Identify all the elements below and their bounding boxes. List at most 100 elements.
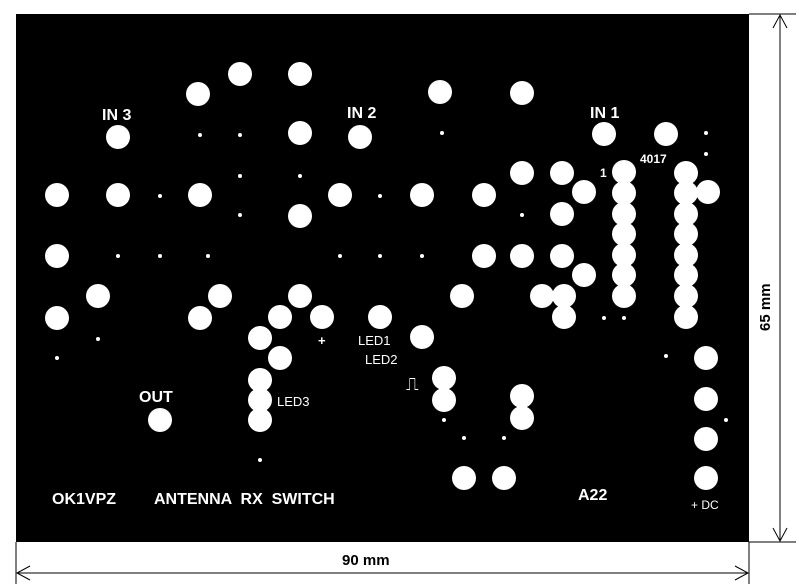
via-dot bbox=[602, 316, 606, 320]
solder-pad bbox=[696, 180, 720, 204]
solder-pad bbox=[268, 305, 292, 329]
solder-pad bbox=[472, 244, 496, 268]
label-plus: + bbox=[318, 333, 326, 348]
via-dot bbox=[96, 337, 100, 341]
solder-pad bbox=[368, 305, 392, 329]
via-dot bbox=[462, 436, 466, 440]
via-group bbox=[55, 131, 728, 462]
label-chip: 4017 bbox=[640, 152, 667, 166]
solder-pad bbox=[612, 263, 636, 287]
via-dot bbox=[378, 254, 382, 258]
solder-pad bbox=[492, 466, 516, 490]
via-dot bbox=[238, 133, 242, 137]
solder-pad bbox=[188, 306, 212, 330]
solder-pad bbox=[694, 346, 718, 370]
width-dimension bbox=[15, 542, 750, 584]
solder-pad bbox=[208, 284, 232, 308]
via-dot bbox=[338, 254, 342, 258]
solder-pad bbox=[654, 122, 678, 146]
via-dot bbox=[724, 418, 728, 422]
label-led1: LED1 bbox=[358, 333, 391, 348]
via-dot bbox=[158, 254, 162, 258]
via-dot bbox=[378, 194, 382, 198]
solder-pad bbox=[674, 202, 698, 226]
solder-pad bbox=[428, 80, 452, 104]
solder-pad bbox=[674, 222, 698, 246]
solder-pad bbox=[288, 62, 312, 86]
via-dot bbox=[502, 436, 506, 440]
solder-pad bbox=[612, 181, 636, 205]
solder-pad bbox=[674, 305, 698, 329]
solder-pad bbox=[410, 325, 434, 349]
via-dot bbox=[206, 254, 210, 258]
via-dot bbox=[664, 354, 668, 358]
solder-pad bbox=[310, 305, 334, 329]
solder-pad bbox=[694, 387, 718, 411]
solder-pad bbox=[674, 284, 698, 308]
label-power: + DC bbox=[691, 498, 719, 512]
solder-pad bbox=[86, 284, 110, 308]
via-dot bbox=[158, 194, 162, 198]
solder-pad bbox=[452, 466, 476, 490]
label-pin1: 1 bbox=[600, 166, 607, 180]
via-dot bbox=[622, 316, 626, 320]
solder-pad bbox=[106, 183, 130, 207]
solder-pad bbox=[530, 284, 554, 308]
solder-pad bbox=[432, 366, 456, 390]
solder-pad bbox=[674, 263, 698, 287]
solder-pad bbox=[248, 326, 272, 350]
label-in1: IN 1 bbox=[590, 105, 619, 122]
label-pulse: ⎍ bbox=[406, 374, 419, 394]
height-dimension bbox=[749, 13, 796, 543]
label-in2: IN 2 bbox=[347, 105, 376, 122]
solder-pad bbox=[148, 408, 172, 432]
label-in3: IN 3 bbox=[102, 107, 131, 124]
solder-pad bbox=[450, 284, 474, 308]
solder-pad bbox=[674, 181, 698, 205]
solder-pad bbox=[612, 160, 636, 184]
solder-pad bbox=[612, 284, 636, 308]
solder-pad bbox=[288, 204, 312, 228]
solder-pad bbox=[612, 222, 636, 246]
solder-pad bbox=[592, 122, 616, 146]
via-dot bbox=[440, 131, 444, 135]
solder-pad bbox=[248, 388, 272, 412]
solder-pad bbox=[410, 183, 434, 207]
label-code: A22 bbox=[578, 487, 607, 504]
solder-pad bbox=[188, 183, 212, 207]
solder-pad bbox=[288, 284, 312, 308]
solder-pad bbox=[674, 161, 698, 185]
solder-pad bbox=[45, 244, 69, 268]
solder-pad bbox=[572, 263, 596, 287]
solder-pad bbox=[288, 121, 312, 145]
solder-pad bbox=[328, 183, 352, 207]
via-dot bbox=[258, 458, 262, 462]
solder-pad bbox=[612, 202, 636, 226]
label-title: ANTENNA RX SWITCH bbox=[154, 491, 335, 508]
solder-pad bbox=[510, 244, 534, 268]
solder-pad bbox=[674, 243, 698, 267]
via-dot bbox=[55, 356, 59, 360]
solder-pad bbox=[694, 466, 718, 490]
solder-pad bbox=[552, 305, 576, 329]
via-dot bbox=[238, 174, 242, 178]
solder-pad bbox=[432, 388, 456, 412]
via-dot bbox=[116, 254, 120, 258]
solder-pad bbox=[510, 81, 534, 105]
width-dimension-label: 90 mm bbox=[342, 552, 390, 569]
solder-pad bbox=[552, 284, 576, 308]
via-dot bbox=[238, 213, 242, 217]
label-led3: LED3 bbox=[277, 394, 310, 409]
via-dot bbox=[704, 131, 708, 135]
height-dimension-label: 65 mm bbox=[757, 283, 774, 331]
solder-pad bbox=[248, 408, 272, 432]
label-callsign: OK1VPZ bbox=[52, 491, 116, 508]
solder-pad bbox=[612, 243, 636, 267]
via-dot bbox=[420, 254, 424, 258]
solder-pad bbox=[510, 406, 534, 430]
via-dot bbox=[520, 213, 524, 217]
via-dot bbox=[442, 418, 446, 422]
solder-pad bbox=[268, 346, 292, 370]
solder-pad bbox=[348, 125, 372, 149]
